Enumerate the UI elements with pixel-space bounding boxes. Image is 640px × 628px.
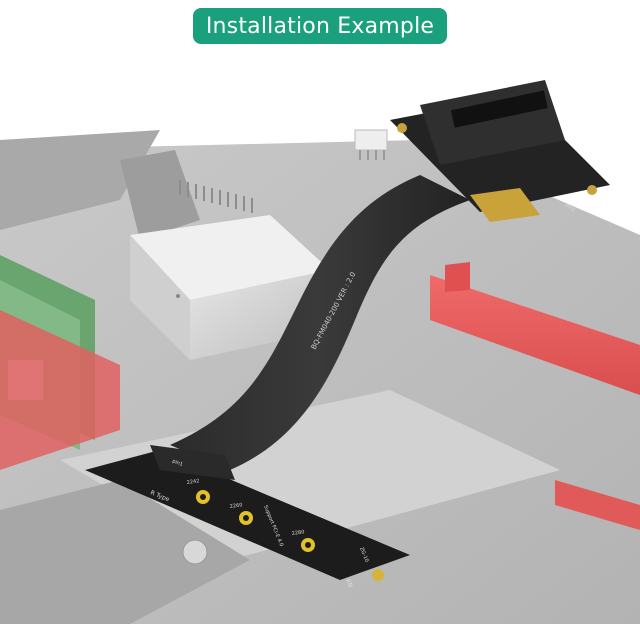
riser-card: pin1 [390,80,610,222]
adapter-model-code: ZG-10 [358,547,369,564]
size-label-2260: 2260 [229,502,242,510]
pcie-slots [430,262,640,530]
ram-modules [0,255,120,470]
board-block [120,150,200,240]
ribbon-cable [170,175,470,470]
pcie-latch [445,262,470,292]
adapter-cable-clamp [150,445,235,480]
power-connector [354,129,388,160]
cpu-socket [0,480,250,624]
socket-screw [182,539,208,565]
heatsink-left [130,235,190,360]
adapter-brand: KN [344,578,354,588]
molex-housing [354,129,388,151]
pcie-slot-2 [555,480,640,530]
riser-mount-hole-1 [397,123,407,133]
board-rear-block [0,130,160,230]
riser-gold-fingers [470,188,540,222]
ram-slot [0,310,120,470]
heatsink-top [130,215,330,300]
m2-area [60,390,560,560]
banner-title: Installation Example [205,13,435,39]
size-label-2242: 2242 [186,478,199,486]
riser-pin1-label: pin1 [564,202,576,214]
slot-opening [450,90,548,128]
adapter-pin1-label: pin1 [171,458,183,468]
adapter-screw [372,569,384,581]
installation-banner: Installation Example [193,8,447,44]
pin-header-row [179,180,253,213]
pcie-slot-1 [430,275,640,395]
size-label-2280: 2280 [291,529,304,537]
m2-adapter: R Type Support PCI-E 4.0 2242 2260 2280 … [85,445,410,589]
heatsink-screw [176,294,180,298]
riser-mount-hole-2 [587,185,597,195]
